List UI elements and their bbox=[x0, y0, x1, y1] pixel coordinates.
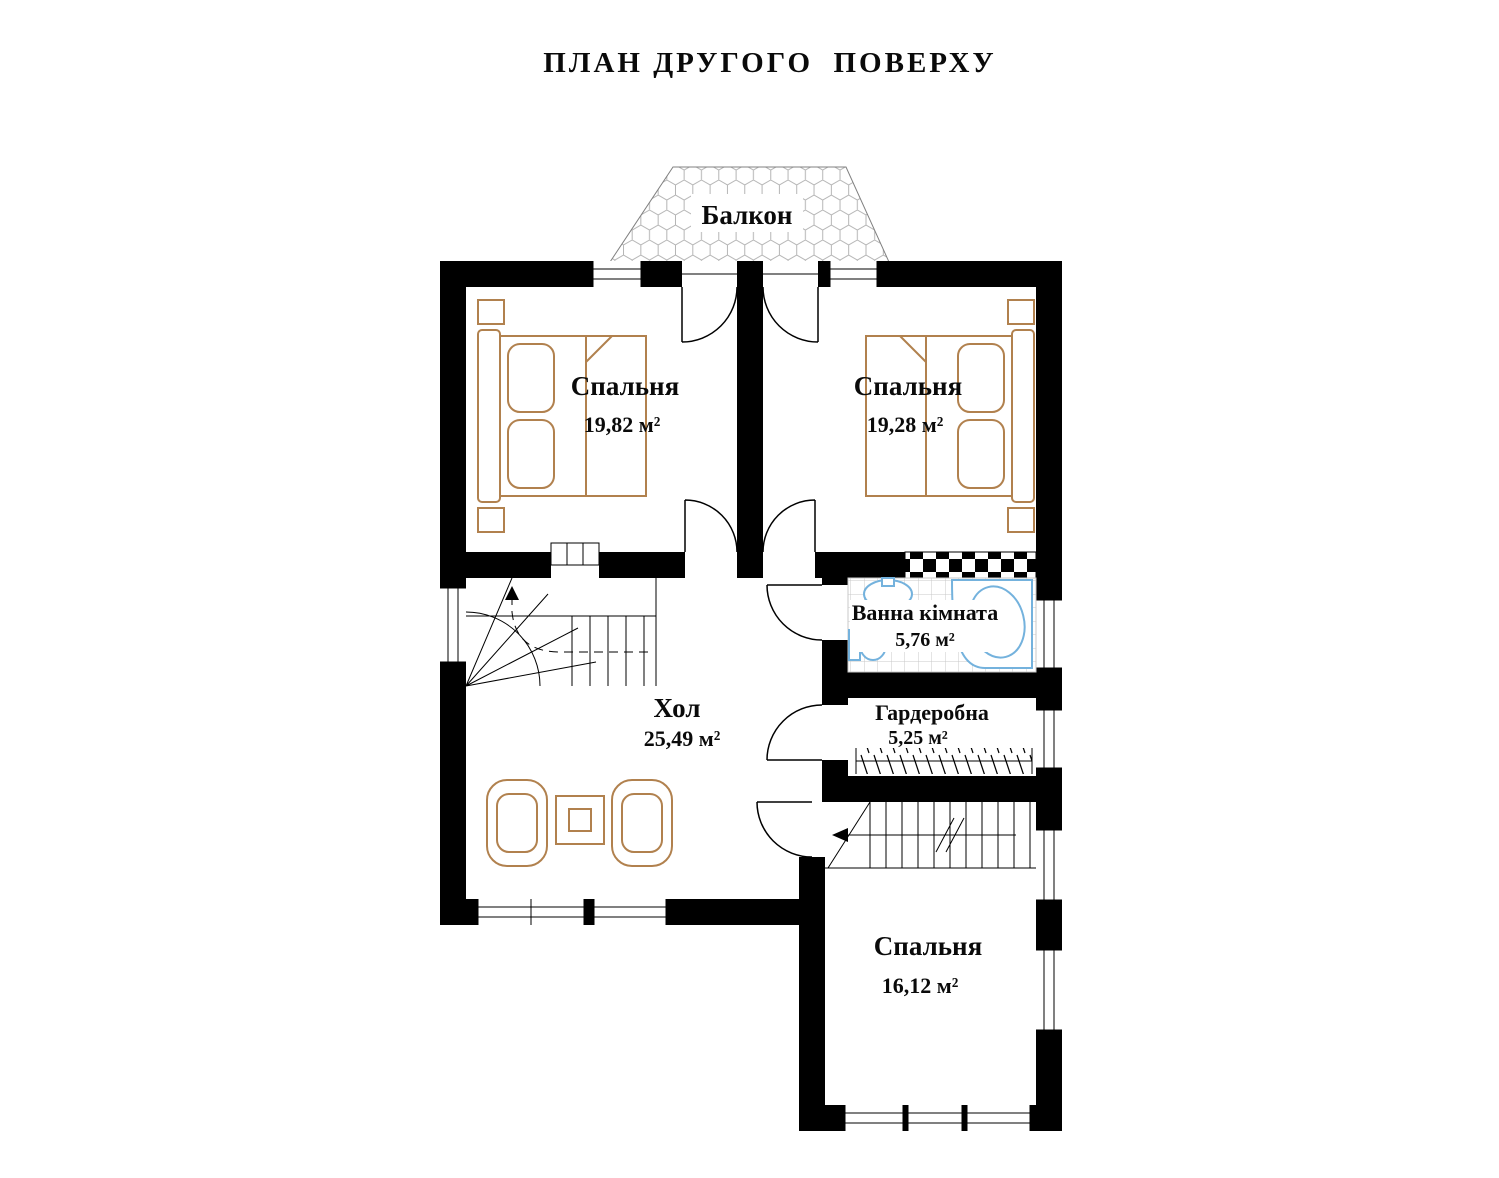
window-top-left bbox=[592, 261, 642, 287]
bathroom: Ванна кімната 5,76 м² bbox=[847, 577, 1037, 673]
wardrobe: Гардеробна 5,25 м² bbox=[855, 700, 1033, 774]
window-right-wardrobe bbox=[1036, 709, 1062, 769]
radiator-niche-bedroom1 bbox=[550, 542, 600, 578]
coffee-table-icon bbox=[555, 795, 605, 845]
wall-wardrobe-bottom bbox=[822, 776, 1036, 802]
wall-partition-bedrooms bbox=[737, 287, 763, 578]
bedroom2-area-label: 19,28 м² bbox=[867, 412, 944, 437]
window-left-stair bbox=[440, 587, 466, 663]
wall-bathroom-left-b bbox=[822, 640, 848, 705]
bedroom2-name-label: Спальня bbox=[854, 371, 962, 401]
door-stair-landing bbox=[756, 801, 813, 858]
wall-top bbox=[440, 261, 1062, 287]
window-right-bathroom bbox=[1036, 599, 1062, 669]
door-balcony-left bbox=[681, 261, 738, 343]
hall-name-label: Хол bbox=[654, 693, 701, 723]
wardrobe-area-label: 5,25 м² bbox=[888, 727, 948, 749]
windows bbox=[440, 261, 1062, 1131]
window-bottom-bedroom3-3 bbox=[966, 1105, 1031, 1131]
stair-arrow-up bbox=[505, 586, 519, 600]
door-bedroom1 bbox=[684, 499, 738, 553]
door-balcony-right bbox=[762, 261, 819, 343]
wall-bedroom3-left bbox=[799, 857, 825, 1131]
bedroom1-name-label: Спальня bbox=[571, 371, 679, 401]
stairs-main-icon bbox=[465, 577, 657, 687]
bedroom-top-left: Спальня 19,82 м² bbox=[477, 299, 679, 533]
window-bottom-bedroom3-1 bbox=[844, 1105, 904, 1131]
wall-wardrobe-left bbox=[822, 760, 848, 776]
hall-area-label: 25,49 м² bbox=[644, 726, 721, 751]
page-title: ПЛАН ДРУГОГО ПОВЕРХУ bbox=[543, 47, 996, 79]
bed-icon-1 bbox=[477, 299, 647, 533]
door-bathroom bbox=[766, 584, 823, 641]
balcony-label-halo bbox=[691, 194, 803, 232]
window-hall-bottom-2 bbox=[593, 899, 667, 925]
door-wardrobe bbox=[766, 704, 823, 761]
window-bottom-bedroom3-2 bbox=[907, 1105, 963, 1131]
wall-bath-wardrobe-divider bbox=[848, 672, 1036, 698]
bedroom-bottom: Спальня 16,12 м² bbox=[825, 801, 1036, 998]
doors bbox=[681, 261, 823, 858]
bathroom-label-halo bbox=[850, 600, 1000, 652]
bathroom-area-label: 5,76 м² bbox=[895, 629, 955, 651]
door-bedroom2 bbox=[762, 499, 816, 553]
bedroom3-name-label: Спальня bbox=[874, 931, 982, 961]
balcony: Балкон bbox=[609, 166, 890, 263]
clothes-rail-icon bbox=[855, 748, 1033, 774]
bathroom-name-label: Ванна кімната bbox=[852, 600, 998, 625]
stair-arrow-down bbox=[832, 828, 848, 842]
wall-bathroom-top-tiled bbox=[904, 551, 1037, 579]
bedroom3-area-label: 16,12 м² bbox=[882, 973, 959, 998]
wardrobe-name-label: Гардеробна bbox=[875, 700, 989, 725]
window-right-stair bbox=[1036, 829, 1062, 901]
bed-icon-2 bbox=[865, 299, 1035, 533]
window-right-bedroom3 bbox=[1036, 949, 1062, 1031]
wall-bathroom-left-a bbox=[822, 552, 848, 585]
armchair-left-icon bbox=[486, 779, 548, 867]
balcony-label: Балкон bbox=[702, 200, 793, 230]
hall: Хол 25,49 м² bbox=[465, 577, 721, 867]
walls bbox=[440, 261, 1062, 1131]
armchair-right-icon bbox=[611, 779, 673, 867]
stairs-secondary-icon bbox=[825, 801, 1036, 869]
window-top-right bbox=[829, 261, 878, 287]
bedroom1-area-label: 19,82 м² bbox=[584, 412, 661, 437]
bedroom-top-right: Спальня 19,28 м² bbox=[854, 299, 1035, 533]
window-hall-bottom-1 bbox=[477, 899, 585, 925]
